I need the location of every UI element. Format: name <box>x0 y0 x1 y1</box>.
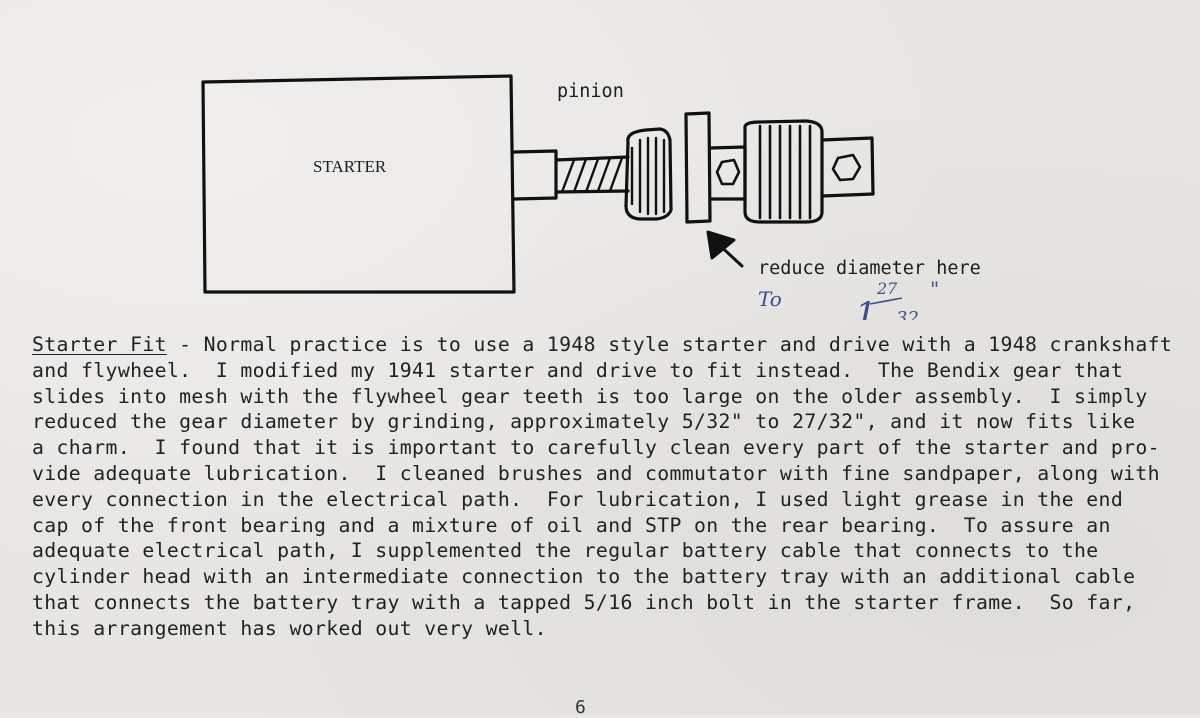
handwritten-inch-mark: " <box>930 277 939 301</box>
section-heading: Starter Fit <box>32 333 167 356</box>
pinion-label: pinion <box>557 81 624 102</box>
body-line-4: reduced the gear diameter by grinding, a… <box>32 410 1136 434</box>
reduce-diameter-label: reduce diameter here <box>758 258 981 279</box>
body-paragraph: Starter Fit - Normal practice is to use … <box>32 332 1192 642</box>
body-line-2: and flywheel. I modified my 1941 starter… <box>32 358 1124 382</box>
end-hex <box>831 153 862 182</box>
body-line-12: this arrangement has worked out very wel… <box>32 616 547 640</box>
body-line-5: a charm. I found that it is important to… <box>32 436 1160 460</box>
gear-collar <box>684 111 712 224</box>
starter-housing <box>201 74 516 294</box>
arrow-icon <box>706 230 744 268</box>
body-line-9: adequate electrical path, I supplemented… <box>32 539 1099 563</box>
fraction-bar <box>869 297 903 305</box>
pinion-gear <box>624 127 673 221</box>
handwritten-to: To <box>758 287 782 311</box>
starter-diagram: STARTER pinion reduce diameter here To 1… <box>201 74 981 320</box>
body-line-8: cap of the front bearing and a mixture o… <box>32 513 1111 537</box>
starter-label: STARTER <box>313 157 387 176</box>
threaded-shaft <box>554 155 630 194</box>
drive-barrel <box>743 119 824 224</box>
shaft-stub <box>512 149 558 201</box>
body-line-7: every connection in the electrical path.… <box>32 487 1124 511</box>
handwritten-denominator: 32 <box>896 308 919 320</box>
handwritten-numerator: 27 <box>876 279 898 298</box>
body-line-11: that connects the battery tray with a ta… <box>32 590 1136 614</box>
body-line-1: - Normal practice is to use a 1948 style… <box>166 333 1173 356</box>
body-line-3: slides into mesh with the flywheel gear … <box>32 384 1148 408</box>
page-number: 6 <box>575 697 586 718</box>
hex-nut <box>715 158 741 186</box>
end-shaft <box>820 136 875 198</box>
handwritten-whole: 1 <box>855 295 877 320</box>
body-line-10: cylinder head with an intermediate conne… <box>32 565 1136 589</box>
body-line-6: vide adequate lubrication. I cleaned bru… <box>32 461 1160 485</box>
